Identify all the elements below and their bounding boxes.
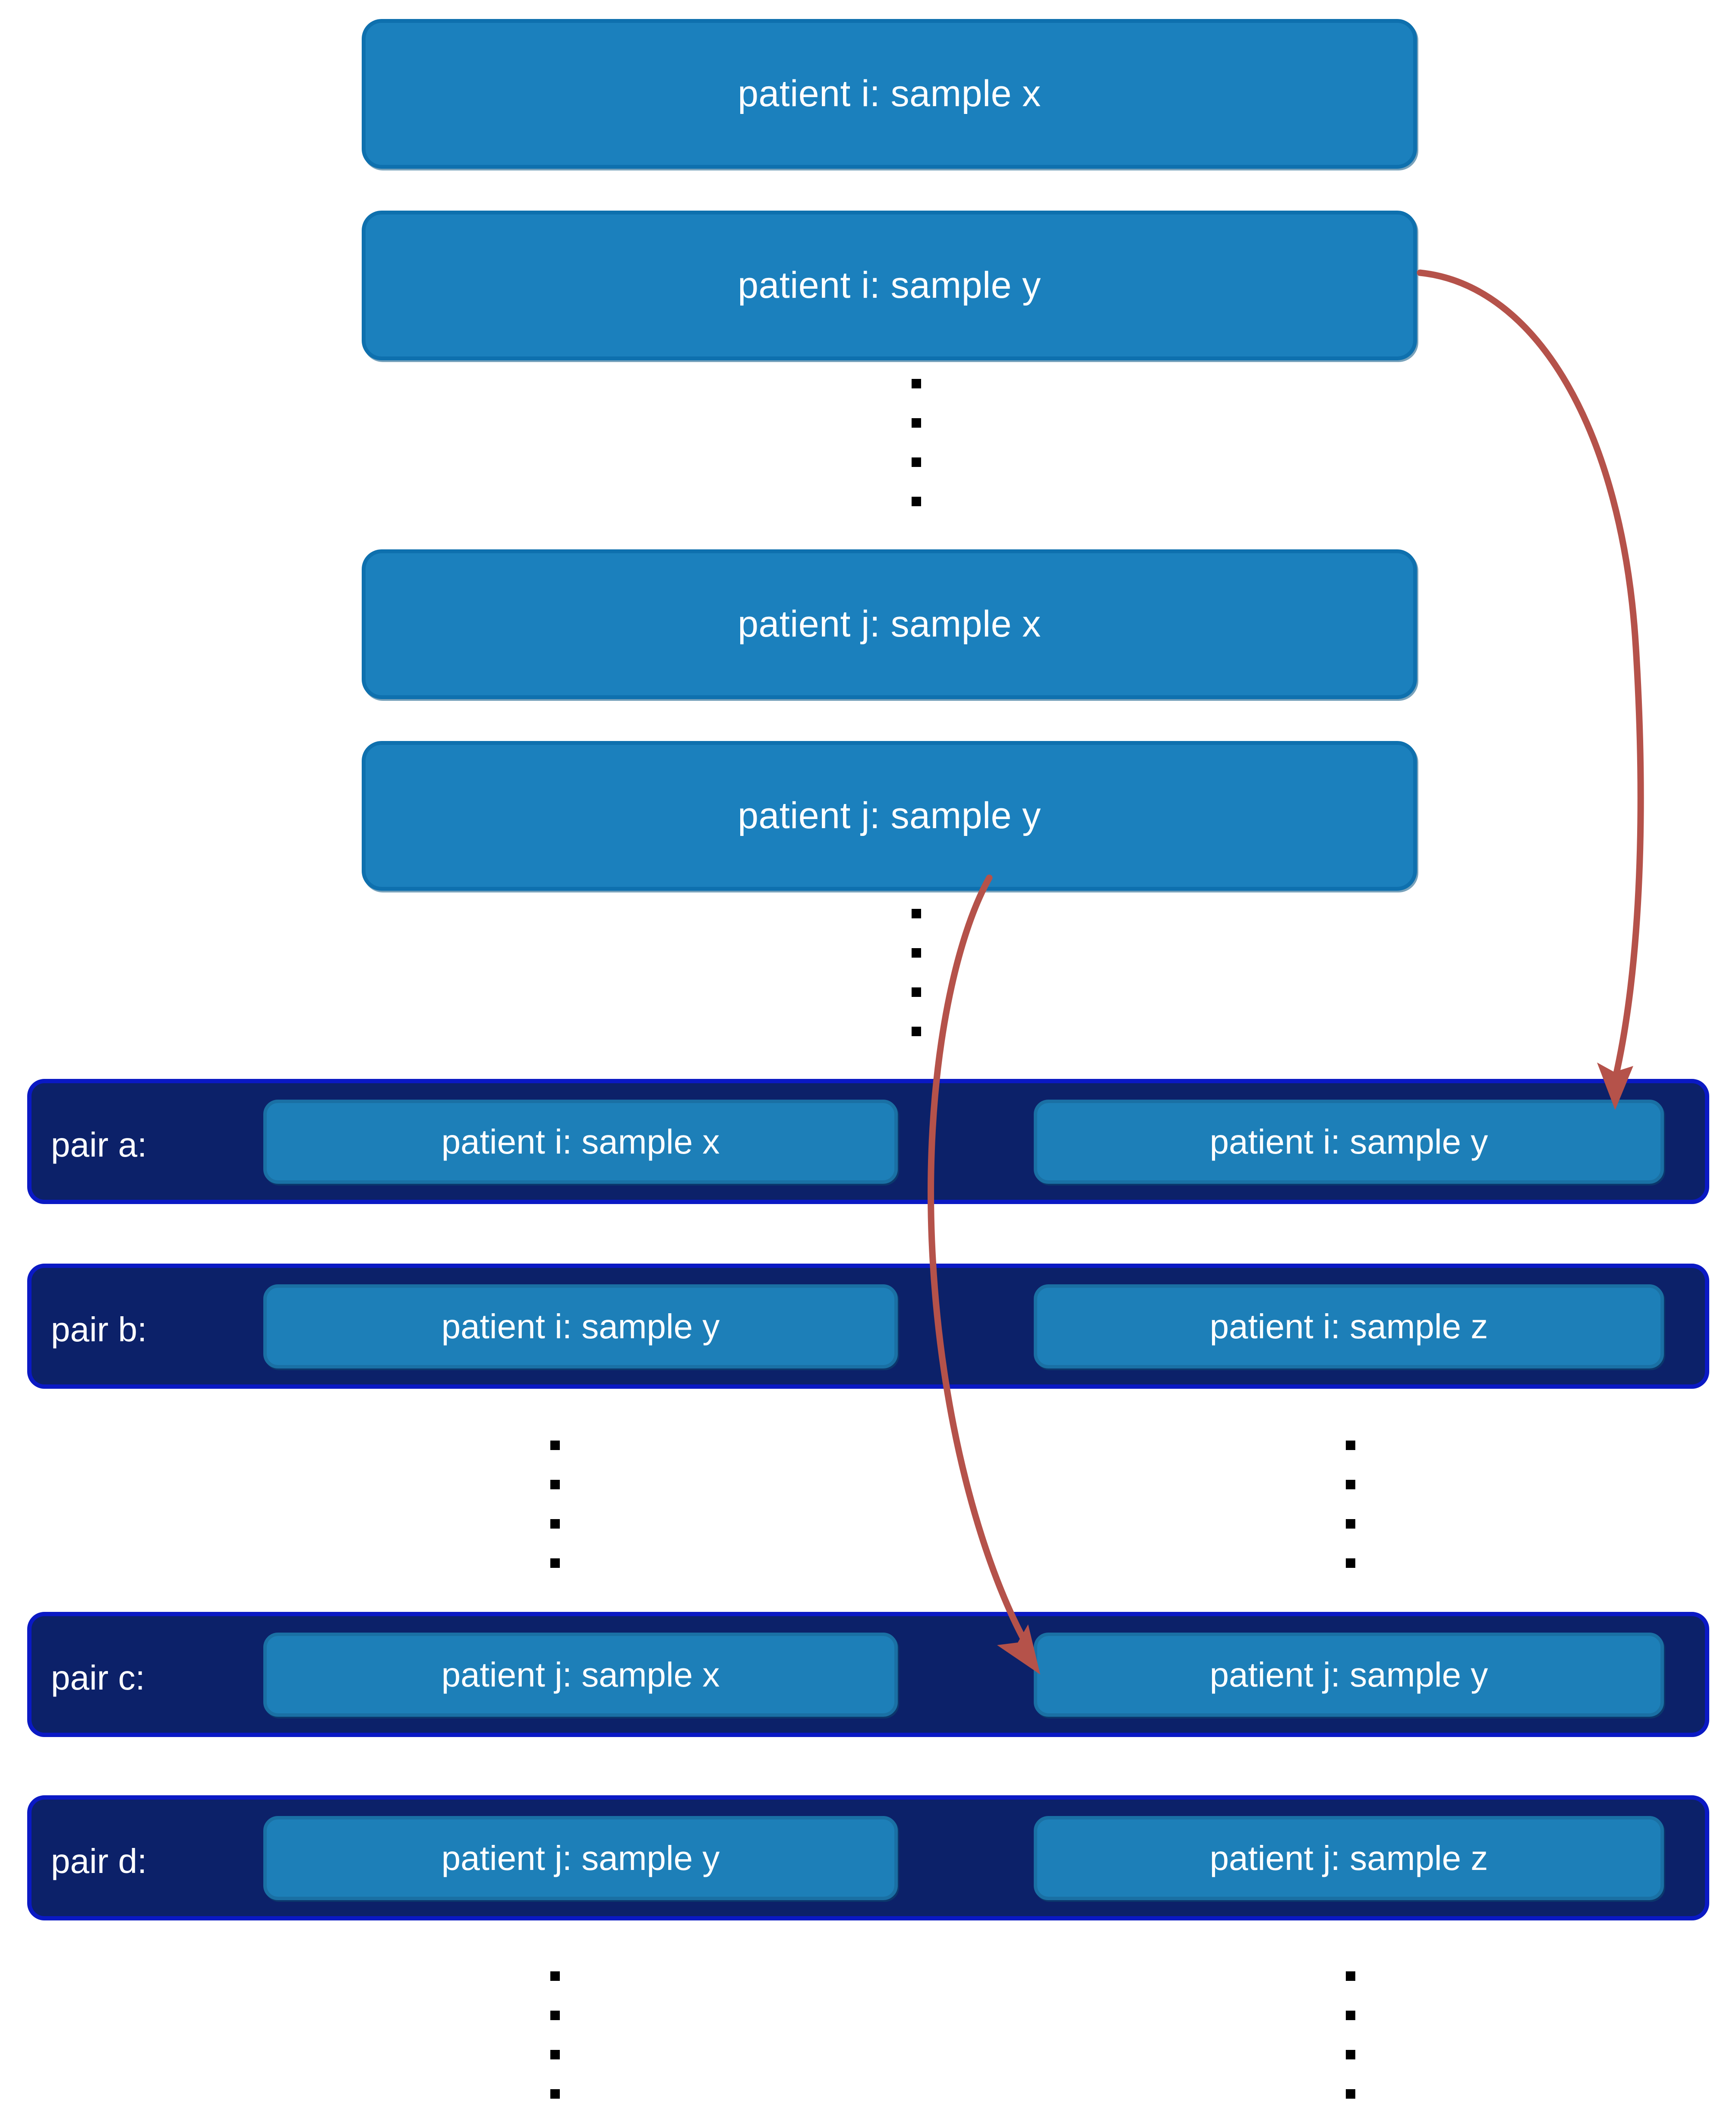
sample-box-label: patient j: sample y bbox=[738, 795, 1041, 836]
sample-box-label: patient i: sample y bbox=[738, 265, 1041, 306]
pair-label-d: pair d: bbox=[51, 1842, 147, 1880]
pair-a-left-sample[interactable]: patient i: sample x bbox=[263, 1100, 898, 1184]
ellipsis-dot bbox=[1346, 1519, 1355, 1529]
ellipsis-dot bbox=[550, 1519, 560, 1529]
ellipsis-dot bbox=[912, 379, 921, 388]
samples-ellipsis-upper bbox=[912, 379, 921, 508]
arrow-sample-j-y-to-pair-c-right-path bbox=[928, 874, 1030, 1648]
inner-box-label: patient j: sample z bbox=[1209, 1838, 1488, 1877]
pairs-ellipsis-left-bottom bbox=[550, 1971, 560, 2101]
inner-box-label: patient i: sample y bbox=[441, 1307, 720, 1346]
ellipsis-dot bbox=[912, 497, 921, 506]
inner-box-label: patient i: sample y bbox=[1209, 1122, 1488, 1161]
ellipsis-dot bbox=[912, 948, 921, 958]
pair-d-left-sample[interactable]: patient j: sample y bbox=[263, 1816, 898, 1900]
ellipsis-dot bbox=[1346, 1480, 1355, 1489]
samples-ellipsis-lower bbox=[912, 909, 921, 1038]
ellipsis-dot bbox=[550, 2089, 560, 2099]
ellipsis-dot bbox=[550, 2050, 560, 2059]
pairs-ellipsis-right-bottom bbox=[1346, 1971, 1355, 2101]
pair-b-left-sample[interactable]: patient i: sample y bbox=[263, 1284, 898, 1368]
ellipsis-dot bbox=[1346, 2089, 1355, 2099]
ellipsis-dot bbox=[912, 1027, 921, 1036]
pair-d-right-sample[interactable]: patient j: sample z bbox=[1034, 1816, 1664, 1900]
ellipsis-dot bbox=[912, 987, 921, 997]
ellipsis-dot bbox=[1346, 1558, 1355, 1568]
sample-box-patient-i-sample-y[interactable]: patient i: sample y bbox=[362, 211, 1417, 360]
sample-box-label: patient i: sample x bbox=[738, 73, 1041, 114]
ellipsis-dot bbox=[1346, 1971, 1355, 1981]
ellipsis-dot bbox=[912, 457, 921, 467]
ellipsis-dot bbox=[912, 909, 921, 918]
pair-label-b: pair b: bbox=[51, 1310, 147, 1349]
inner-box-label: patient j: sample y bbox=[1209, 1655, 1488, 1694]
sample-box-label: patient j: sample x bbox=[738, 603, 1041, 645]
ellipsis-dot bbox=[1346, 2050, 1355, 2059]
pair-label-c: pair c: bbox=[51, 1658, 145, 1697]
pair-c-right-sample[interactable]: patient j: sample y bbox=[1034, 1633, 1664, 1717]
inner-box-label: patient i: sample x bbox=[441, 1122, 720, 1161]
arrow-sample-i-y-to-pair-a-right-path bbox=[1417, 269, 1644, 1082]
ellipsis-dot bbox=[912, 418, 921, 428]
sample-box-patient-j-sample-x[interactable]: patient j: sample x bbox=[362, 549, 1417, 699]
ellipsis-dot bbox=[1346, 2011, 1355, 2020]
pairs-ellipsis-right-middle bbox=[1346, 1441, 1355, 1570]
pair-b-right-sample[interactable]: patient i: sample z bbox=[1034, 1284, 1664, 1368]
ellipsis-dot bbox=[550, 1441, 560, 1450]
ellipsis-dot bbox=[550, 1558, 560, 1568]
inner-box-label: patient j: sample y bbox=[441, 1838, 720, 1877]
inner-box-label: patient j: sample x bbox=[441, 1655, 720, 1694]
pair-c-left-sample[interactable]: patient j: sample x bbox=[263, 1633, 898, 1717]
ellipsis-dot bbox=[1346, 1441, 1355, 1450]
ellipsis-dot bbox=[550, 1480, 560, 1489]
sample-box-patient-i-sample-x[interactable]: patient i: sample x bbox=[362, 19, 1417, 169]
sample-box-patient-j-sample-y[interactable]: patient j: sample y bbox=[362, 741, 1417, 891]
ellipsis-dot bbox=[550, 2011, 560, 2020]
ellipsis-dot bbox=[550, 1971, 560, 1981]
pair-label-a: pair a: bbox=[51, 1126, 147, 1164]
inner-box-label: patient i: sample z bbox=[1209, 1307, 1488, 1346]
pairs-ellipsis-left-middle bbox=[550, 1441, 560, 1570]
pair-a-right-sample[interactable]: patient i: sample y bbox=[1034, 1100, 1664, 1184]
